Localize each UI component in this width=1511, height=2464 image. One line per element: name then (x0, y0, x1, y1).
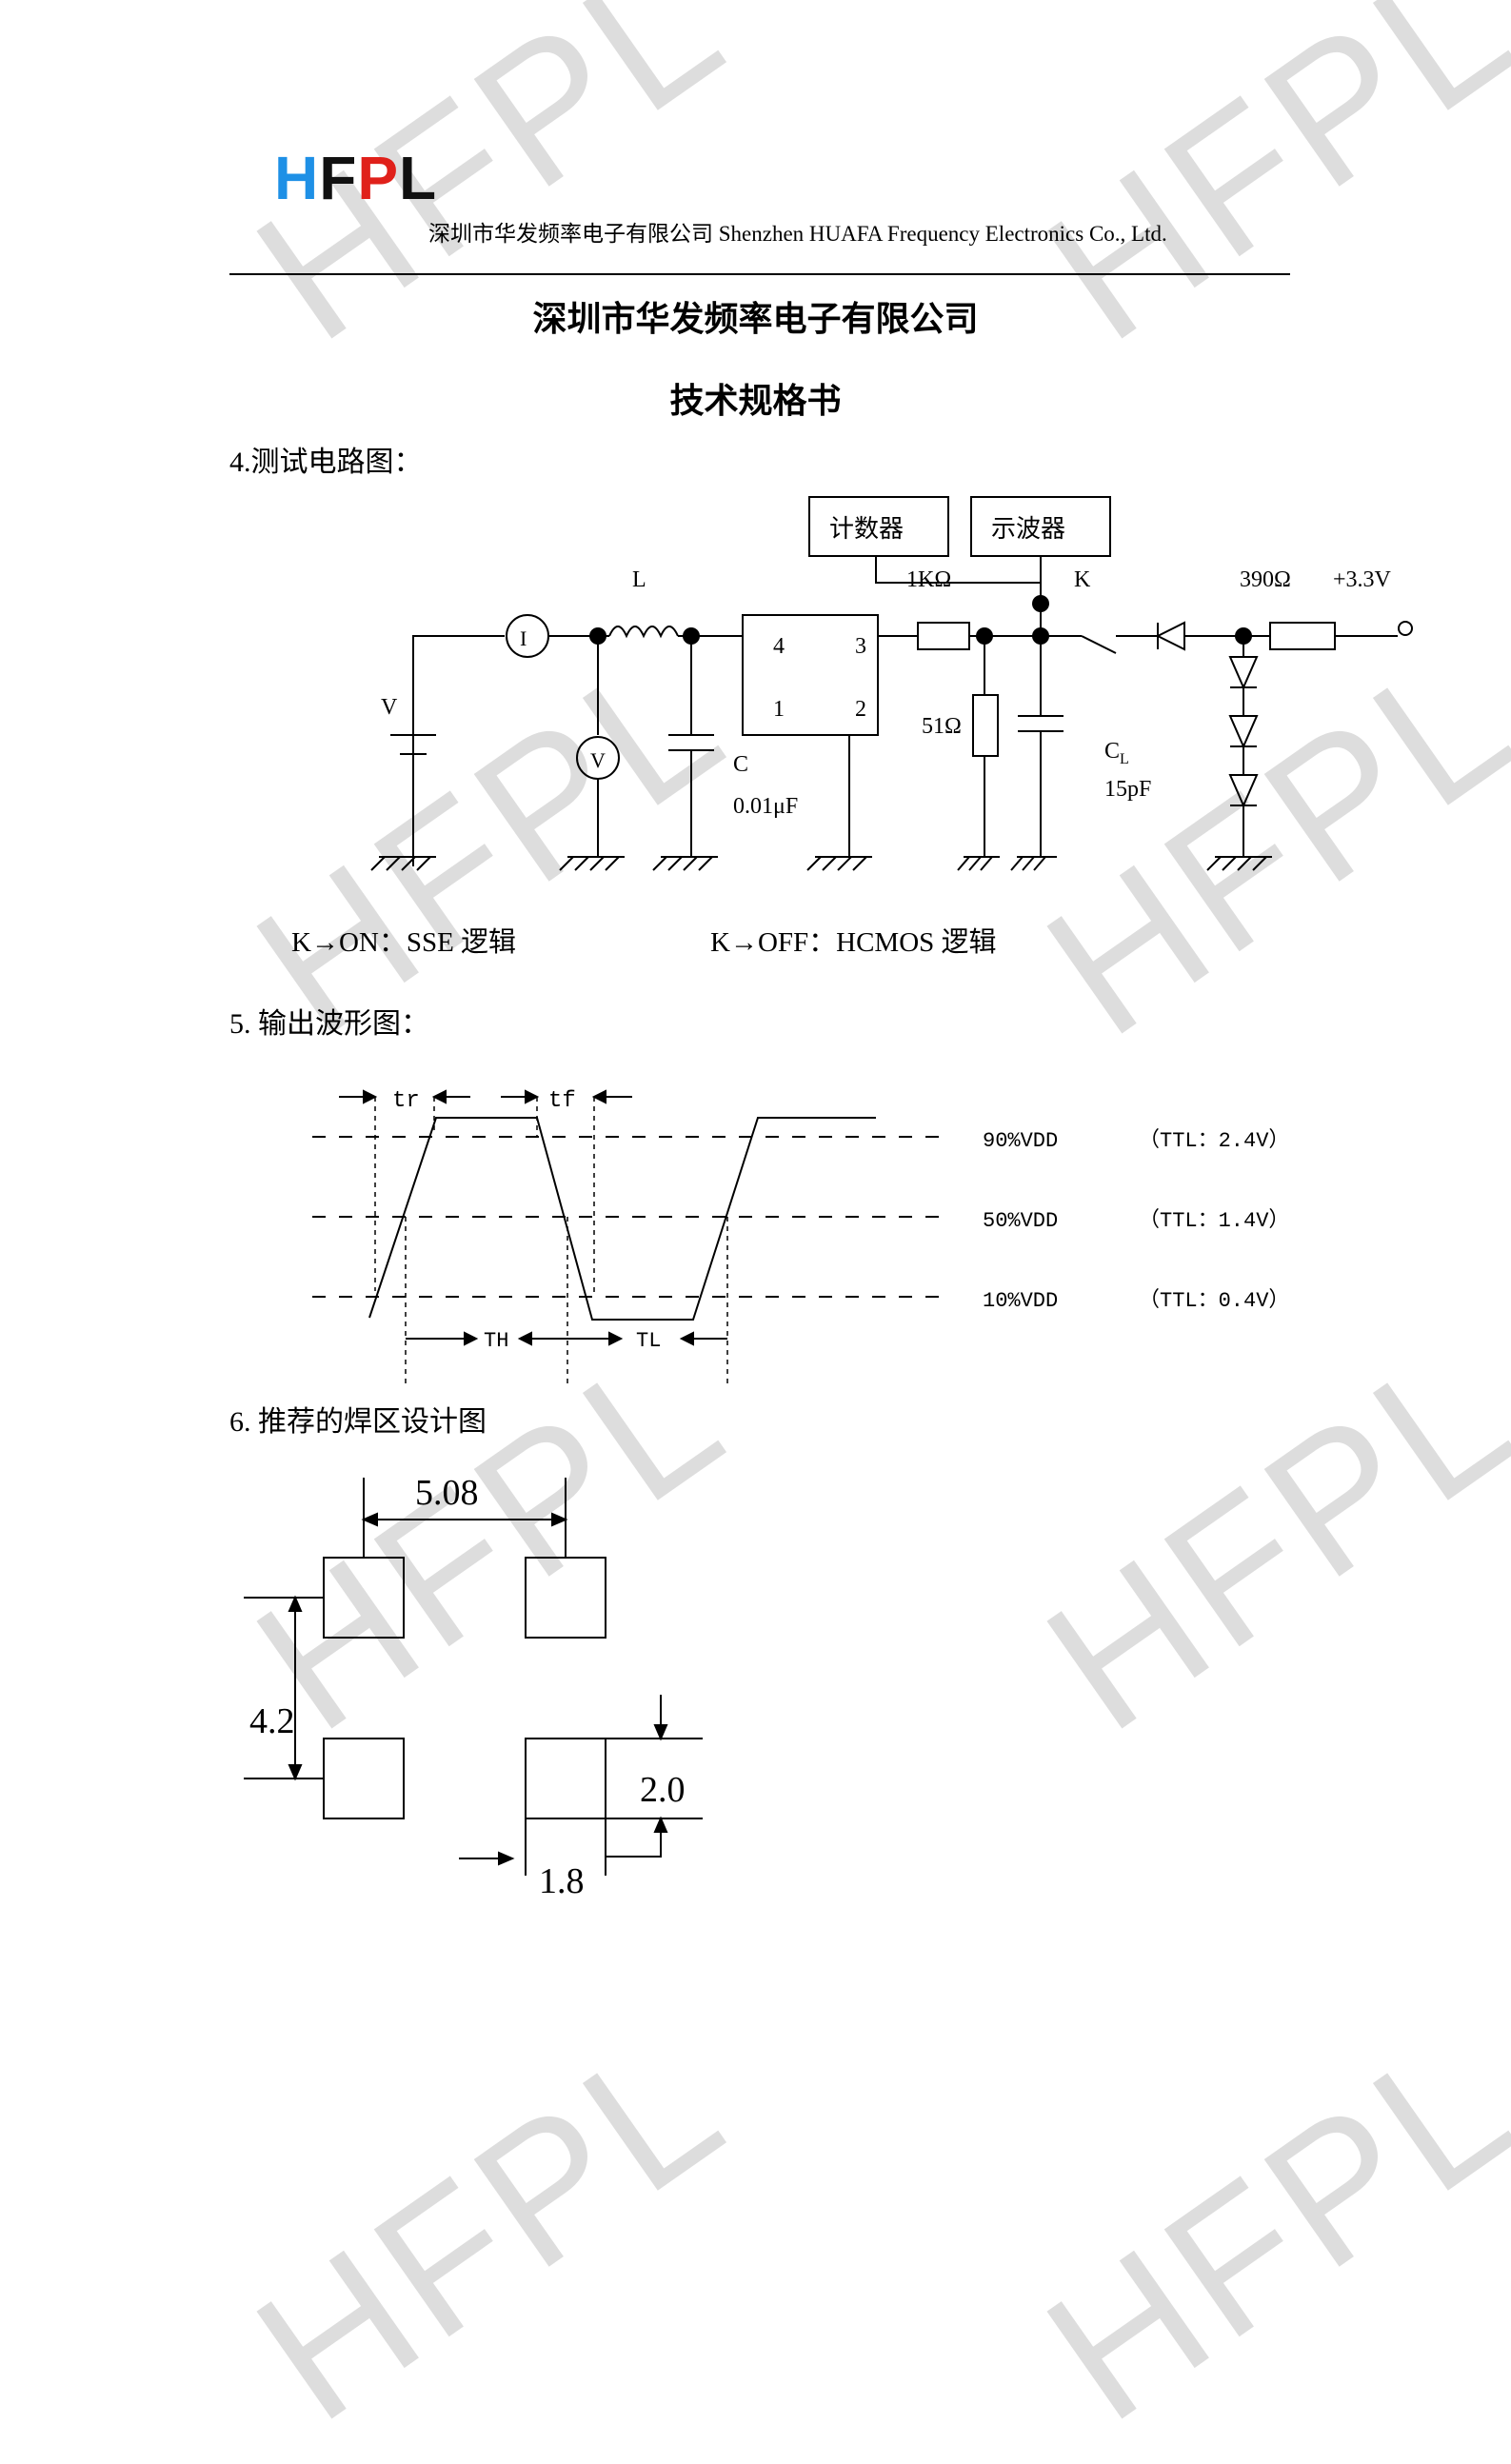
dim-pad-height-label: 2.0 (640, 1770, 686, 1810)
cap-cl-value: 15pF (1104, 777, 1151, 802)
diode-stack (1228, 656, 1259, 690)
k-on-note: K→ON：SSE 逻辑 (291, 927, 517, 958)
dim-height-label: 4.2 (249, 1701, 295, 1741)
ammeter-label: I (520, 626, 527, 650)
section-6-heading: 6. 推荐的焊区设计图 (229, 1406, 487, 1438)
resistor-51 (972, 694, 999, 757)
voltmeter-label: V (590, 748, 606, 772)
counter-box (808, 496, 949, 557)
inductor-label: L (632, 567, 646, 592)
test-circuit-diagram: 计数器 示波器 1KΩ K 390Ω +3.3V L I 4 3 1 2 V V… (370, 496, 1413, 871)
dim-pad-width-label: 1.8 (539, 1861, 585, 1901)
junction-dots (589, 595, 1252, 645)
cap-c-value: 0.01μF (733, 794, 798, 819)
inductor (608, 626, 679, 639)
level-50-ttl: （TTL：1.4V） (1139, 1209, 1289, 1233)
res-1k-label: 1KΩ (906, 567, 951, 592)
ammeter (506, 614, 549, 658)
supply-label: +3.3V (1333, 567, 1392, 592)
level-50-label: 50%VDD (983, 1209, 1058, 1233)
res-51-label: 51Ω (922, 714, 962, 739)
level-90-ttl: （TTL：2.4V） (1139, 1129, 1289, 1153)
watermark: HFPL (1010, 1995, 1511, 2462)
resistor-390 (1269, 622, 1336, 650)
resistor-1k (917, 622, 970, 650)
switch-k (1081, 635, 1117, 654)
timing-markers (374, 1097, 728, 1386)
cap-cl-label: CL (1104, 739, 1129, 767)
company-line: 深圳市华发频率电子有限公司 Shenzhen HUAFA Frequency E… (428, 222, 1167, 246)
company-title: 深圳市华发频率电子有限公司 (532, 300, 979, 338)
scope-label: 示波器 (991, 515, 1065, 543)
source-v-label: V (381, 695, 398, 720)
res-390-label: 390Ω (1240, 567, 1291, 592)
oscillator-module (742, 614, 879, 736)
section-4-heading: 4.测试电路图： (229, 447, 423, 478)
svg-text:1: 1 (773, 697, 785, 722)
supply-terminal (1398, 621, 1413, 636)
header-divider (229, 273, 1290, 275)
k-off-note: K→OFF：HCMOS 逻辑 (710, 927, 997, 958)
company-logo: HFPL (274, 144, 438, 212)
pad-top-left (323, 1557, 405, 1639)
level-lines (312, 1136, 943, 1298)
cap-c-label: C (733, 752, 748, 777)
counter-label: 计数器 (829, 515, 904, 543)
level-90-label: 90%VDD (983, 1129, 1058, 1153)
th-label: TH (484, 1329, 508, 1353)
section-5-heading: 5. 输出波形图： (229, 1008, 429, 1040)
waveform (368, 1117, 876, 1321)
output-waveform-diagram: tr tf TH TL 90%VDD （TTL：2.4V） 50%VDD （TT… (312, 1088, 1289, 1386)
pad-bottom-left (323, 1738, 405, 1819)
pad-bottom-right (525, 1738, 606, 1819)
level-10-ttl: （TTL：0.4V） (1139, 1289, 1289, 1313)
land-pattern-diagram: 5.08 4.2 2.0 1.8 (244, 1473, 703, 1901)
tf-label: tf (548, 1088, 576, 1114)
ground-symbols (370, 856, 1272, 871)
svg-text:2: 2 (855, 697, 866, 722)
diode (1155, 621, 1185, 651)
pad-top-right (525, 1557, 606, 1639)
dim-width-label: 5.08 (415, 1473, 479, 1513)
switch-k-label: K (1074, 567, 1091, 592)
svg-text:4: 4 (773, 634, 785, 659)
svg-text:3: 3 (855, 634, 866, 659)
watermark: HFPL (220, 1995, 761, 2462)
tl-label: TL (636, 1329, 661, 1353)
level-10-label: 10%VDD (983, 1289, 1058, 1313)
tr-label: tr (392, 1088, 420, 1114)
document-title: 技术规格书 (669, 382, 842, 420)
